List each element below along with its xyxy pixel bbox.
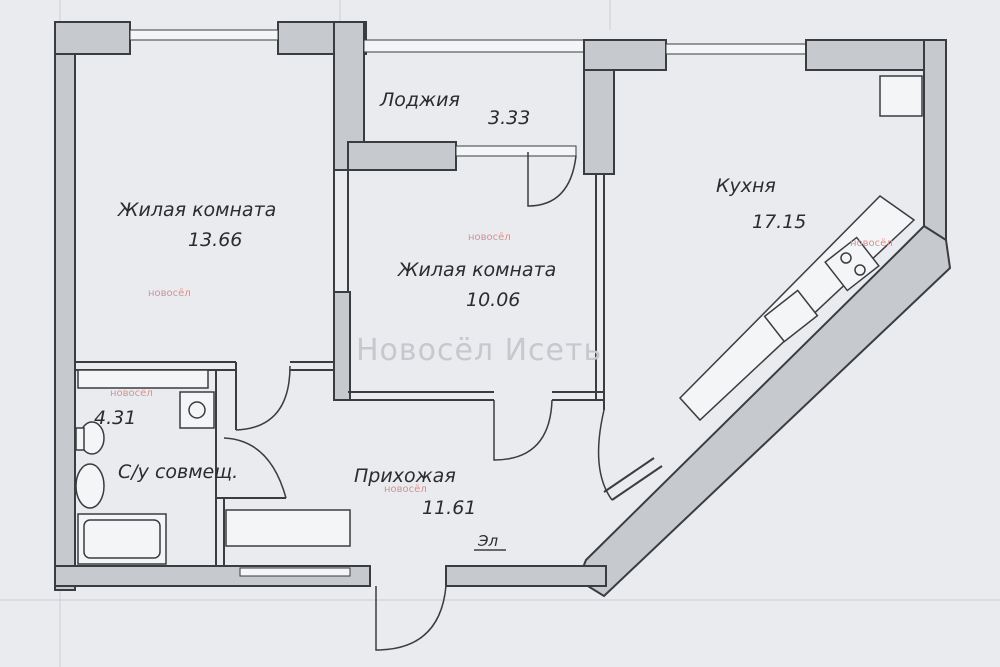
hallway-area: 11.61	[422, 497, 476, 519]
sink	[75, 463, 105, 509]
watermark: Новосёл Исеть новосёл новосёл новосёл но…	[110, 232, 893, 495]
window-bathroom	[239, 567, 351, 577]
bathroom-shelf	[77, 369, 209, 389]
loggia-glazing	[363, 39, 587, 53]
watermark-small-3: новосёл	[850, 238, 893, 249]
kitchen-fixtures	[678, 75, 923, 422]
doors	[223, 152, 613, 651]
window-left-room	[129, 29, 279, 41]
wall-left	[54, 21, 76, 591]
watermark-small-5: новосёл	[384, 484, 427, 495]
loggia-name: Лоджия	[379, 89, 460, 111]
wardrobe	[225, 509, 351, 547]
wall-bottom-right	[445, 565, 607, 587]
loggia-area: 3.33	[488, 107, 530, 129]
watermark-small-4: новосёл	[110, 388, 153, 399]
wall-top-left-a	[54, 21, 131, 55]
bathroom-area: 4.31	[94, 407, 136, 429]
electrical-label: Эл	[477, 532, 498, 550]
watermark-text: Новосёл Исеть	[356, 333, 602, 368]
washing-machine	[179, 391, 215, 429]
loggia-door	[455, 145, 577, 157]
wall-diagonal	[576, 224, 952, 598]
window-kitchen	[665, 43, 807, 55]
fridge	[879, 75, 923, 117]
wall-room1-room2-lower	[333, 291, 351, 401]
living-room-2-area: 10.06	[466, 289, 520, 311]
wall-kitchen-top-a	[583, 39, 667, 71]
living-room-1-name: Жилая комната	[117, 199, 276, 221]
stove	[824, 236, 880, 292]
kitchen-sink	[763, 289, 819, 343]
interior-walls	[75, 170, 663, 566]
living-room-1-area: 13.66	[188, 229, 242, 251]
wall-kitchen-top-b	[805, 39, 947, 71]
hallway-name: Прихожая	[354, 465, 456, 487]
bathroom-fixtures	[75, 369, 351, 565]
room-labels: Лоджия 3.33 Жилая комната 13.66 Жилая ко…	[94, 89, 806, 551]
watermark-small-1: новосёл	[148, 288, 191, 299]
living-room-2-name: Жилая комната	[397, 259, 556, 281]
kitchen-area: 17.15	[752, 211, 806, 233]
watermark-small-2: новосёл	[468, 232, 511, 243]
outer-walls	[54, 21, 952, 598]
kitchen-name: Кухня	[716, 175, 776, 197]
bathroom-name: С/у совмещ.	[118, 461, 238, 483]
wall-loggia-bottom	[347, 141, 457, 171]
